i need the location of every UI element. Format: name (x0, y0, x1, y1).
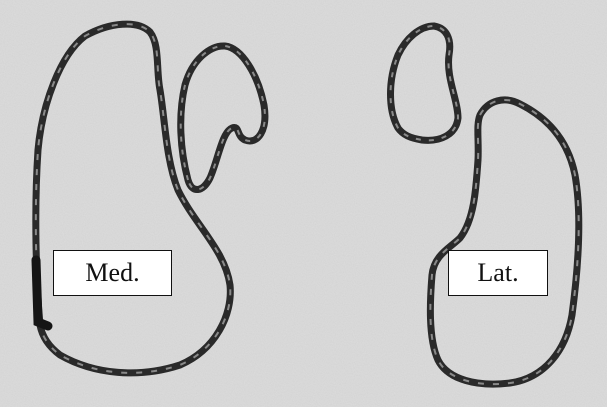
medial-label: Med. (53, 250, 172, 296)
lateral-label: Lat. (448, 250, 548, 296)
